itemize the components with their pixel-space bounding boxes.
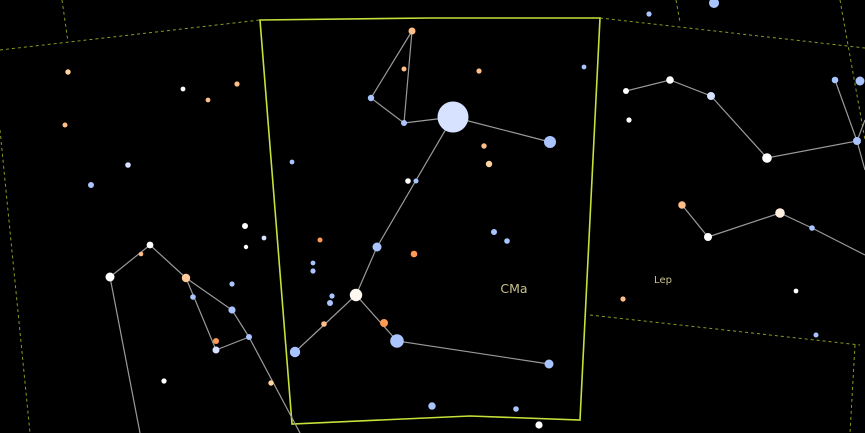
star <box>504 238 510 244</box>
star <box>289 159 295 165</box>
star <box>180 86 186 92</box>
star <box>809 225 815 231</box>
star <box>310 268 316 274</box>
star <box>380 319 388 327</box>
constellation-label-lep[interactable]: Lep <box>654 275 672 286</box>
star <box>709 0 719 8</box>
star <box>623 88 629 94</box>
star <box>535 421 543 429</box>
constellation-label-cma[interactable]: CMa <box>500 281 527 296</box>
star <box>513 406 519 412</box>
star <box>413 178 419 184</box>
star <box>410 250 418 258</box>
star <box>205 97 211 103</box>
star <box>666 76 674 84</box>
star <box>367 94 375 102</box>
star <box>544 136 556 148</box>
star <box>261 235 267 241</box>
star <box>105 272 115 282</box>
star <box>544 359 554 369</box>
star <box>813 332 819 338</box>
star <box>476 68 482 74</box>
star <box>310 260 316 266</box>
star <box>646 11 652 17</box>
star <box>481 143 487 149</box>
star <box>401 120 407 126</box>
star <box>707 92 715 100</box>
star <box>428 402 436 410</box>
star <box>161 378 167 384</box>
star <box>349 288 363 302</box>
star <box>620 296 626 302</box>
star <box>793 288 799 294</box>
star <box>234 81 240 87</box>
boundary-left-edge <box>0 129 31 433</box>
star <box>181 273 191 283</box>
star <box>138 251 144 257</box>
star-sirius <box>437 101 469 133</box>
star <box>88 182 94 188</box>
boundary-top-right <box>599 17 865 49</box>
right-line-2 <box>834 79 858 142</box>
star <box>704 233 712 241</box>
star <box>405 178 411 184</box>
star <box>831 76 839 84</box>
boundary-lower-right <box>849 344 856 433</box>
star <box>213 338 219 344</box>
star <box>855 76 865 86</box>
star <box>775 208 785 218</box>
stars <box>62 0 865 429</box>
boundary-top-right-vertical <box>675 0 681 23</box>
star <box>321 321 327 327</box>
star <box>401 66 407 72</box>
star <box>229 281 235 287</box>
star <box>485 160 493 168</box>
star <box>491 229 497 235</box>
star <box>853 137 861 145</box>
star <box>289 346 301 358</box>
star <box>243 244 249 250</box>
boundary-left-vertical <box>61 0 69 43</box>
left-line-3 <box>248 336 301 433</box>
star <box>317 237 323 243</box>
right-line-3 <box>856 140 865 171</box>
star <box>390 334 404 348</box>
star <box>327 300 333 306</box>
star <box>329 293 335 299</box>
cma-boundary <box>259 17 601 425</box>
star <box>146 241 154 249</box>
star <box>762 153 772 163</box>
star <box>190 294 196 300</box>
boundary-top-left <box>0 19 261 51</box>
star <box>678 201 686 209</box>
star <box>62 122 68 128</box>
star <box>626 117 632 123</box>
star <box>581 64 587 70</box>
star <box>408 27 416 35</box>
star <box>212 346 220 354</box>
star <box>228 306 236 314</box>
star <box>372 242 382 252</box>
star <box>268 380 274 386</box>
cma-line-head <box>370 30 413 124</box>
star <box>65 69 71 75</box>
star <box>246 334 252 340</box>
left-line-2 <box>109 276 141 433</box>
star <box>242 223 248 229</box>
star <box>125 162 131 168</box>
